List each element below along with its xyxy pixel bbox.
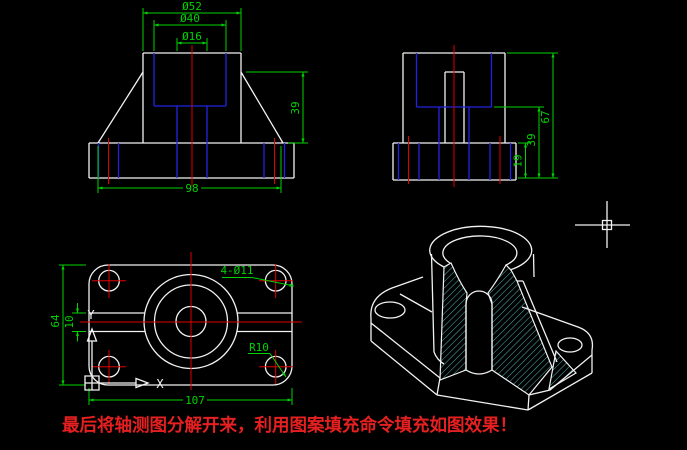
dim-text-107: 107 [185,394,205,407]
dim-text-holes-note: 4-Ø11 [220,264,253,277]
slot-lines [89,313,292,332]
dim-text-19: 19 [512,154,525,167]
dim-text-67: 67 [539,110,552,123]
flange-left-wing [371,277,440,395]
top-view-centerlines [80,252,302,390]
isometric-view [371,226,593,410]
ucs-y-label: Y [87,308,95,322]
keyhole-slot-profile [466,291,492,374]
flange-hole-right [558,338,582,352]
ucs-origin-cross [85,376,99,390]
dim-text-corner-radius: R10 [249,341,269,354]
leader-corner-radius [270,354,286,378]
flange-hole-left [375,302,405,318]
dim-text-98: 98 [185,182,198,195]
dim-text-10: 10 [63,315,76,328]
dim-text-39-side: 39 [525,133,538,146]
dim-text-dia52: Ø52 [182,0,202,13]
cylinder-bore-rim [443,236,517,265]
flange-right-wing [437,307,592,410]
front-view-centerlines [109,45,275,186]
side-view: 19 39 67 [393,45,558,187]
top-view: 64 10 107 4-Ø11 R10 [49,252,302,407]
ucs-icon: X Y [85,308,164,391]
dim-text-64: 64 [49,314,62,328]
pickbox [603,221,612,230]
side-view-centerlines [409,45,501,187]
side-view-extension-lines [494,53,558,178]
dim-text-dia16: Ø16 [182,30,202,43]
ucs-y-arrowhead [88,329,97,341]
caption-text: 最后将轴测图分解开来，利用图案填充命令填充如图效果！ [62,415,517,436]
ucs-x-arrowhead [136,379,148,388]
front-view: Ø52 Ø40 Ø16 39 98 [89,0,308,195]
cylinder-outer-rim [430,226,532,270]
dim-text-dia40: Ø40 [180,12,200,25]
dim-text-39: 39 [289,101,302,114]
gusset-edges [517,281,557,362]
leader-holes-note [252,278,294,287]
crosshair-cursor [575,201,630,248]
section-face-right [488,265,552,395]
cylinder-silhouette [432,254,535,364]
ucs-x-label: X [156,377,164,391]
